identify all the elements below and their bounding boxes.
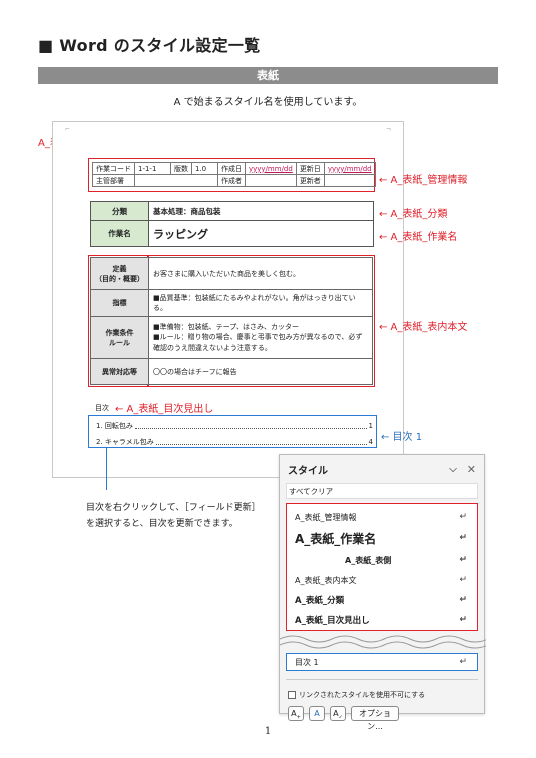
panel-buttons: A+ A A✓ オプション... bbox=[288, 706, 476, 731]
callout-body: ← A_表紙_表内本文 bbox=[379, 322, 468, 333]
style-item-mgmt[interactable]: A_表紙_管理情報↵ bbox=[295, 512, 467, 522]
callout-worker: ← A_表紙_作業名 bbox=[379, 232, 458, 243]
category-label: 分類 bbox=[90, 201, 149, 221]
style-item-side[interactable]: A_表紙_表側↵ bbox=[345, 555, 467, 565]
disable-linked-styles-row: リンクされたスタイルを使用不可にする bbox=[288, 690, 476, 700]
body-label: 定義 （目的・概要） bbox=[90, 257, 149, 290]
page-title: ■ Word のスタイル設定一覧 bbox=[38, 36, 261, 55]
body-label: 作業条件 ルール bbox=[90, 316, 149, 359]
callout-toc: ← 目次 1 bbox=[381, 432, 423, 443]
checkbox[interactable] bbox=[288, 691, 296, 699]
toc-heading: 目次 bbox=[95, 404, 109, 412]
clear-all-item[interactable]: すべてクリア bbox=[286, 483, 478, 499]
style-item-worker[interactable]: A_表紙_作業名↵ bbox=[295, 531, 467, 546]
callout-category: ← A_表紙_分類 bbox=[379, 209, 448, 220]
body-text: ■品質基準：包装紙にたるみやよれがない。角がはっきり出ている。 bbox=[148, 289, 373, 317]
connector-line bbox=[106, 448, 107, 490]
style-inspector-icon[interactable]: A bbox=[309, 706, 325, 721]
mgmt-cell: 作業コード bbox=[92, 162, 135, 175]
toc-bluebox bbox=[88, 415, 377, 448]
toc-entry[interactable]: 1. 回転包み 1 bbox=[96, 421, 373, 430]
mgmt-cell: yyyy/mm/dd bbox=[245, 162, 297, 175]
manage-styles-icon[interactable]: A✓ bbox=[330, 706, 346, 721]
styles-panel: スタイル ⌵ ✕ すべてクリア A_表紙_管理情報↵ A_表紙_作業名↵ A_表… bbox=[279, 454, 486, 731]
options-button[interactable]: オプション... bbox=[351, 706, 399, 731]
mgmt-cell: yyyy/mm/dd bbox=[323, 162, 376, 175]
mgmt-cell: 作成者 bbox=[217, 174, 246, 187]
body-label: 異常対応等 bbox=[90, 358, 149, 385]
category-value: 基本処理：商品包装 bbox=[148, 201, 374, 221]
mgmt-cell: 更新者 bbox=[295, 174, 325, 187]
mgmt-cell: 1-1-1 bbox=[134, 162, 171, 175]
checkbox-label: リンクされたスタイルを使用不可にする bbox=[299, 691, 426, 699]
panel-header: スタイル ⌵ ✕ bbox=[280, 455, 484, 483]
body-text: お客さまに購入いただいた商品を美しく包む。 bbox=[148, 257, 373, 290]
style-item-toc-heading[interactable]: A_表紙_目次見出し↵ bbox=[295, 615, 467, 626]
callout-toc-heading: ← A_表紙_目次見出し bbox=[115, 404, 214, 415]
toc-entry[interactable]: 2. キャラメル包み 4 bbox=[96, 437, 373, 446]
mgmt-cell: 1.0 bbox=[191, 162, 218, 175]
style-item-body[interactable]: A_表紙_表内本文↵ bbox=[295, 575, 467, 585]
new-style-icon[interactable]: A+ bbox=[288, 706, 304, 721]
panel-title: スタイル bbox=[288, 465, 328, 477]
subtitle: A で始まるスタイル名を使用しています。 bbox=[173, 97, 363, 108]
worker-label: 作業名 bbox=[90, 220, 149, 247]
toc-list: 1. 回転包み 1 2. キャラメル包み 4 bbox=[96, 419, 373, 448]
body-label: 指標 bbox=[90, 289, 149, 317]
body-text: ■準備物：包装紙、テープ、はさみ、カッター ■ルール：贈り物の場合、慶事と弔事で… bbox=[148, 316, 373, 359]
note-text: 目次を右クリックして、［フィールド更新］ を選択すると、目次を更新できます。 bbox=[86, 503, 261, 530]
body-text: 〇〇の場合はチーフに報告 bbox=[148, 358, 373, 385]
body-table: 定義 （目的・概要） お客さまに購入いただいた商品を美しく包む。 指標 ■品質基… bbox=[90, 257, 373, 385]
break-wave bbox=[280, 635, 486, 649]
mgmt-cell: 主管部署 bbox=[92, 174, 135, 187]
mgmt-cell: 作成日 bbox=[217, 162, 246, 175]
callout-mgmt: ← A_表紙_管理情報 bbox=[379, 175, 468, 186]
close-icon[interactable]: ✕ bbox=[466, 462, 476, 476]
style-list: A_表紙_管理情報↵ A_表紙_作業名↵ A_表紙_表側↵ A_表紙_表内本文↵… bbox=[286, 503, 478, 631]
mgmt-cell: 版数 bbox=[170, 162, 192, 175]
page-number: 1 bbox=[264, 726, 272, 737]
worker-value: ラッピング bbox=[148, 220, 374, 247]
section-header: 表紙 bbox=[38, 67, 498, 84]
mgmt-cell: 更新日 bbox=[295, 162, 325, 175]
chevron-down-icon[interactable]: ⌵ bbox=[449, 463, 457, 475]
style-item-toc1[interactable]: 目次 1↵ bbox=[286, 653, 478, 671]
mgmt-table: 作業コード 1-1-1 版数 1.0 作成日 yyyy/mm/dd 更新日 yy… bbox=[92, 162, 376, 187]
category-table: 分類 基本処理：商品包装 作業名 ラッピング bbox=[90, 201, 374, 247]
style-item-category[interactable]: A_表紙_分類↵ bbox=[295, 595, 467, 606]
